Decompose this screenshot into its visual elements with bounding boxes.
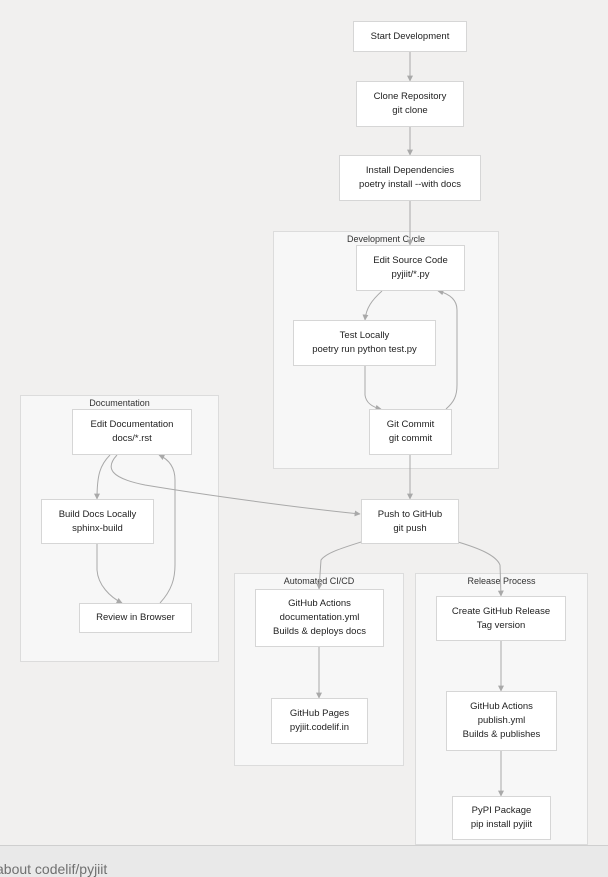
node-line: sphinx-build [72, 522, 123, 534]
node-line: Builds & deploys docs [273, 626, 366, 637]
group-label: Development Cycle [346, 234, 426, 244]
node-git-commit: Git Commit git commit [369, 409, 452, 455]
footer-text[interactable]: about codelif/pyjiit [0, 861, 108, 877]
node-line: PyPI Package [471, 805, 532, 816]
node-line: docs/*.rst [112, 433, 152, 444]
node-edit-source-code: Edit Source Code pyjiit/*.py [356, 245, 465, 291]
node-line: poetry install --with docs [359, 179, 461, 190]
footer-bar: about codelif/pyjiit [0, 845, 608, 877]
node-line: git commit [388, 433, 433, 444]
node-line: git push [393, 522, 427, 534]
node-github-actions-docs: GitHub Actions documentation.yml Builds … [255, 589, 384, 647]
node-edit-documentation: Edit Documentation docs/*.rst [72, 409, 192, 455]
node-line: Builds & publishes [462, 729, 541, 740]
node-line: git clone [392, 105, 428, 116]
node-line: publish.yml [477, 715, 526, 726]
node-line: pyjiit/*.py [391, 269, 430, 280]
node-line: Install Dependencies [365, 165, 455, 176]
node-line: documentation.yml [279, 612, 360, 623]
node-build-docs-locally: Build Docs Locally sphinx-build [41, 499, 154, 544]
node-line: pip install pyjiit [470, 819, 533, 830]
node-start-development: Start Development [353, 21, 467, 52]
node-test-locally: Test Locally poetry run python test.py [293, 320, 436, 366]
edge-test-commit [364, 366, 382, 411]
node-line: Clone Repository [373, 91, 447, 102]
edge-edit-docs-build [94, 454, 111, 500]
edge-review-edit-docs [158, 454, 176, 604]
group-label: Release Process [467, 576, 536, 586]
node-review-in-browser: Review in Browser [79, 603, 192, 633]
group-label: Documentation [89, 398, 150, 408]
node-line: GitHub Actions [470, 701, 533, 712]
node-line: poetry run python test.py [312, 344, 417, 355]
edge-push-gh-actions-docs [316, 541, 362, 590]
node-line: GitHub Actions [288, 598, 351, 609]
node-line: Test Locally [339, 330, 390, 341]
node-line: Build Docs Locally [58, 508, 137, 520]
edges [94, 52, 504, 797]
flowchart: Development Cycle Documentation Automate… [20, 21, 588, 845]
node-github-pages: GitHub Pages pyjiit.codelif.in [271, 698, 368, 744]
node-line: Edit Source Code [373, 255, 448, 266]
edge-push-gh-release [457, 541, 504, 597]
edge-build-review [96, 544, 123, 604]
group-label: Automated CI/CD [283, 576, 355, 586]
node-line: pyjiit.codelif.in [289, 722, 350, 733]
node-line: Edit Documentation [90, 419, 174, 430]
node-push-to-github: Push to GitHub git push [361, 499, 459, 544]
edge-edit-docs-push [110, 454, 361, 517]
node-line: Create GitHub Release [451, 605, 551, 617]
node-github-actions-publish: GitHub Actions publish.yml Builds & publ… [446, 691, 557, 751]
node-line: Push to GitHub [377, 508, 443, 520]
edge-edit-source-test [362, 290, 383, 321]
node-install-dependencies: Install Dependencies poetry install --wi… [339, 155, 481, 201]
node-pypi-package: PyPI Package pip install pyjiit [452, 796, 551, 840]
node-line: Start Development [370, 30, 450, 42]
node-line: Review in Browser [96, 612, 175, 623]
node-create-github-release: Create GitHub Release Tag version [436, 596, 566, 641]
edge-commit-edit-source [437, 289, 458, 410]
node-clone-repository: Clone Repository git clone [356, 81, 464, 127]
node-line: GitHub Pages [289, 708, 350, 719]
node-line: Tag version [476, 619, 526, 631]
node-line: Git Commit [386, 419, 435, 430]
